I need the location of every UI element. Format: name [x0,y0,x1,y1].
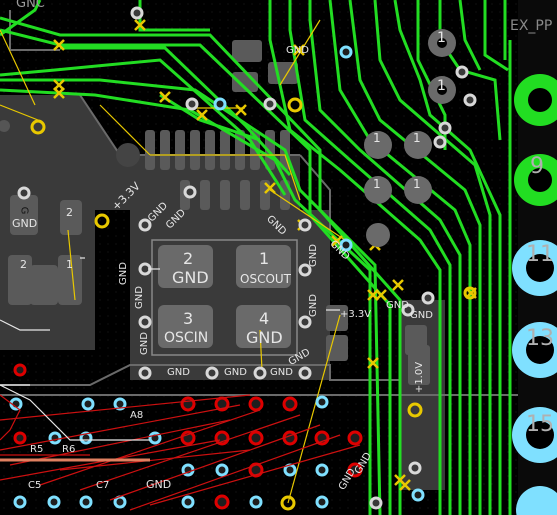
label-pad-gnd-left-num: G [18,206,30,215]
ratsnest-rings [30,97,477,511]
connector-label-13: 13 [526,326,554,351]
pad-two-left [60,200,82,235]
label-gnd-vert-4: GND [307,244,319,267]
silkscreen [0,257,340,441]
label-gnd-vert-1: GND [117,262,129,285]
pad-2-number: 2 [183,249,194,268]
pad-3 [158,305,213,348]
pad-3-number: 3 [183,309,194,328]
pad-4-net: GND [246,328,283,347]
label-gnd-right-2: GND [386,300,409,311]
connector-label-15: 15 [526,412,554,437]
right-pads [326,305,430,385]
via-one-label-6: 1 [413,177,421,191]
label-gnd-b: GND [164,207,189,232]
connector-strip [512,0,557,515]
pad-1-number: 1 [259,249,270,268]
grey-round-holes [437,38,447,95]
ref-gnd-bottom: GND [146,478,172,491]
label-gnd-top: GND [286,45,309,56]
via-one-label-2: 1 [437,78,446,94]
pad-3-net: OSCIN [164,330,209,346]
pad-2-net: GND [172,268,209,287]
pad-2 [158,245,213,288]
label-gnd-bot-3: GND [270,367,293,378]
ref-c7: C7 [96,480,110,491]
crystal-outline [151,239,298,356]
pad-1 [236,245,291,288]
red-tracks [0,394,361,511]
pad-4-number: 4 [259,309,270,328]
label-gnd-vert-5: GND [307,294,319,317]
label-pad-two-a: 2 [20,258,27,271]
via-one-label-1: 1 [437,30,446,46]
label-gnd-right-1: GND [327,238,352,263]
pad-gnd-left [10,195,38,235]
label-v33-right: +3.3V [340,309,372,320]
via-one-label-3: 1 [373,131,381,145]
label-gnd-diag-2: GND [352,450,374,477]
ref-a8: A8 [130,410,144,421]
label-gnd-vert-2: GND [133,286,145,309]
connector-label-9: 9 [530,154,544,179]
label-top-left-fragment: GNC [16,0,45,11]
label-pad-two-left: 2 [66,206,73,219]
label-gnd-bot-4: GND [286,347,313,368]
label-v33-left: +3.3V [109,179,143,214]
label-gnd-vert-3: GND [138,332,150,355]
edge-label: EX_PP [510,18,553,34]
label-gnd-right-3: GND [410,310,433,321]
grey-vias [17,6,477,510]
ref-c5: C5 [28,480,42,491]
connector-label-11: 11 [526,242,554,267]
label-pad-gnd-left: GND [12,217,38,230]
crystal-footprint [158,245,291,348]
label-gnd-bot-2: GND [224,367,247,378]
label-pad-one-a: 1 [66,258,73,271]
ref-r5: R5 [30,444,44,455]
via-one-label-5: 1 [373,177,381,191]
pad-1-net: OSCOUT [240,272,291,286]
ref-r6: R6 [62,444,76,455]
ratsnest-lines [0,19,346,504]
left-components [0,120,140,305]
via-one-label-4: 1 [413,131,421,145]
label-gnd-c: GND [264,213,289,238]
pad-4 [236,305,291,348]
grey-round-pads [364,29,456,247]
label-gnd-bot-1: GND [167,367,190,378]
label-v10: +1.0V [414,361,426,394]
